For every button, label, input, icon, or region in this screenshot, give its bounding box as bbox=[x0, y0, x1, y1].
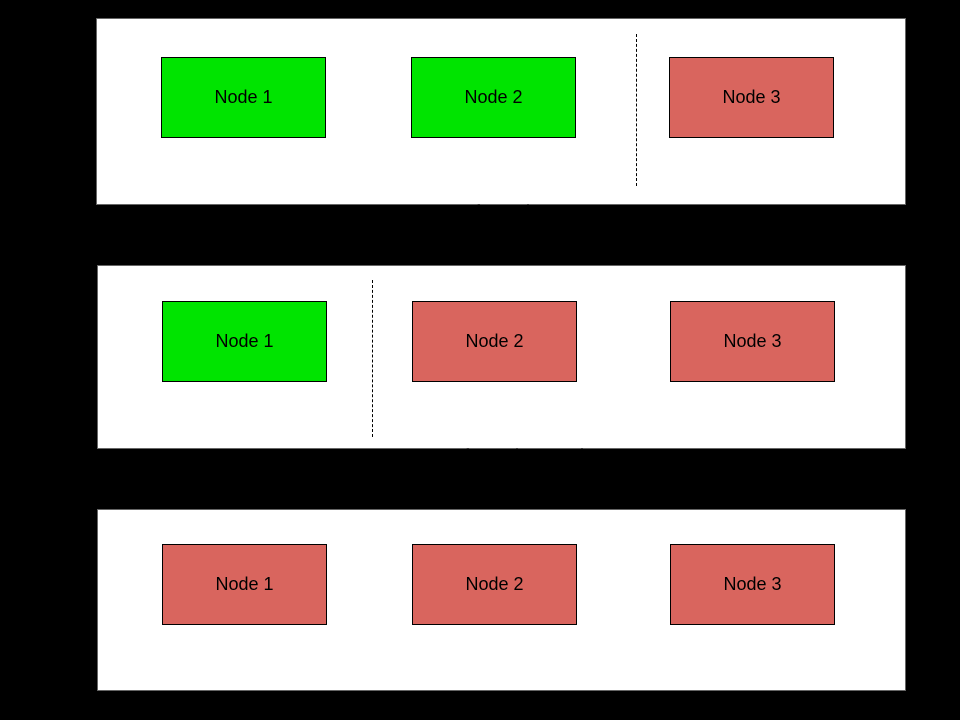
node-label: Node 1 bbox=[215, 331, 274, 351]
caption-line: Two out of 3 nodes are down bbox=[385, 446, 618, 466]
node-label: Node 1 bbox=[214, 87, 273, 107]
node-box: Node 3 bbox=[670, 544, 835, 625]
scenario-panel-two-nodes-down: Node 1 Node 2 Node 3 Two out of 3 nodes … bbox=[97, 265, 906, 535]
node-box: Node 2 bbox=[411, 57, 576, 138]
node-label: Node 3 bbox=[723, 574, 782, 594]
node-box: Node 1 bbox=[162, 301, 327, 382]
node-box: Node 1 bbox=[162, 544, 327, 625]
partition-divider bbox=[636, 34, 637, 186]
scenario-panel-two-nodes-up: Node 1 Node 2 Node 3 Two out of 3 nodes … bbox=[96, 18, 906, 291]
caption-line: All Nodes are down bbox=[423, 691, 580, 711]
node-label: Node 2 bbox=[464, 87, 523, 107]
scenario-panel-all-nodes-down: Node 1 Node 2 Node 3 All Nodes are down … bbox=[97, 509, 906, 711]
node-box: Node 3 bbox=[669, 57, 834, 138]
scenario-caption: All Nodes are down Majority Fails & Clus… bbox=[98, 644, 905, 720]
node-box: Node 2 bbox=[412, 544, 577, 625]
partition-divider bbox=[372, 280, 373, 437]
node-label: Node 2 bbox=[465, 331, 524, 351]
node-label: Node 3 bbox=[722, 87, 781, 107]
node-box: Node 2 bbox=[412, 301, 577, 382]
node-label: Node 3 bbox=[723, 331, 782, 351]
node-label: Node 2 bbox=[465, 574, 524, 594]
node-box: Node 3 bbox=[670, 301, 835, 382]
caption-line: Two out of 3 nodes are up bbox=[396, 202, 606, 222]
node-box: Node 1 bbox=[161, 57, 326, 138]
node-label: Node 1 bbox=[215, 574, 274, 594]
